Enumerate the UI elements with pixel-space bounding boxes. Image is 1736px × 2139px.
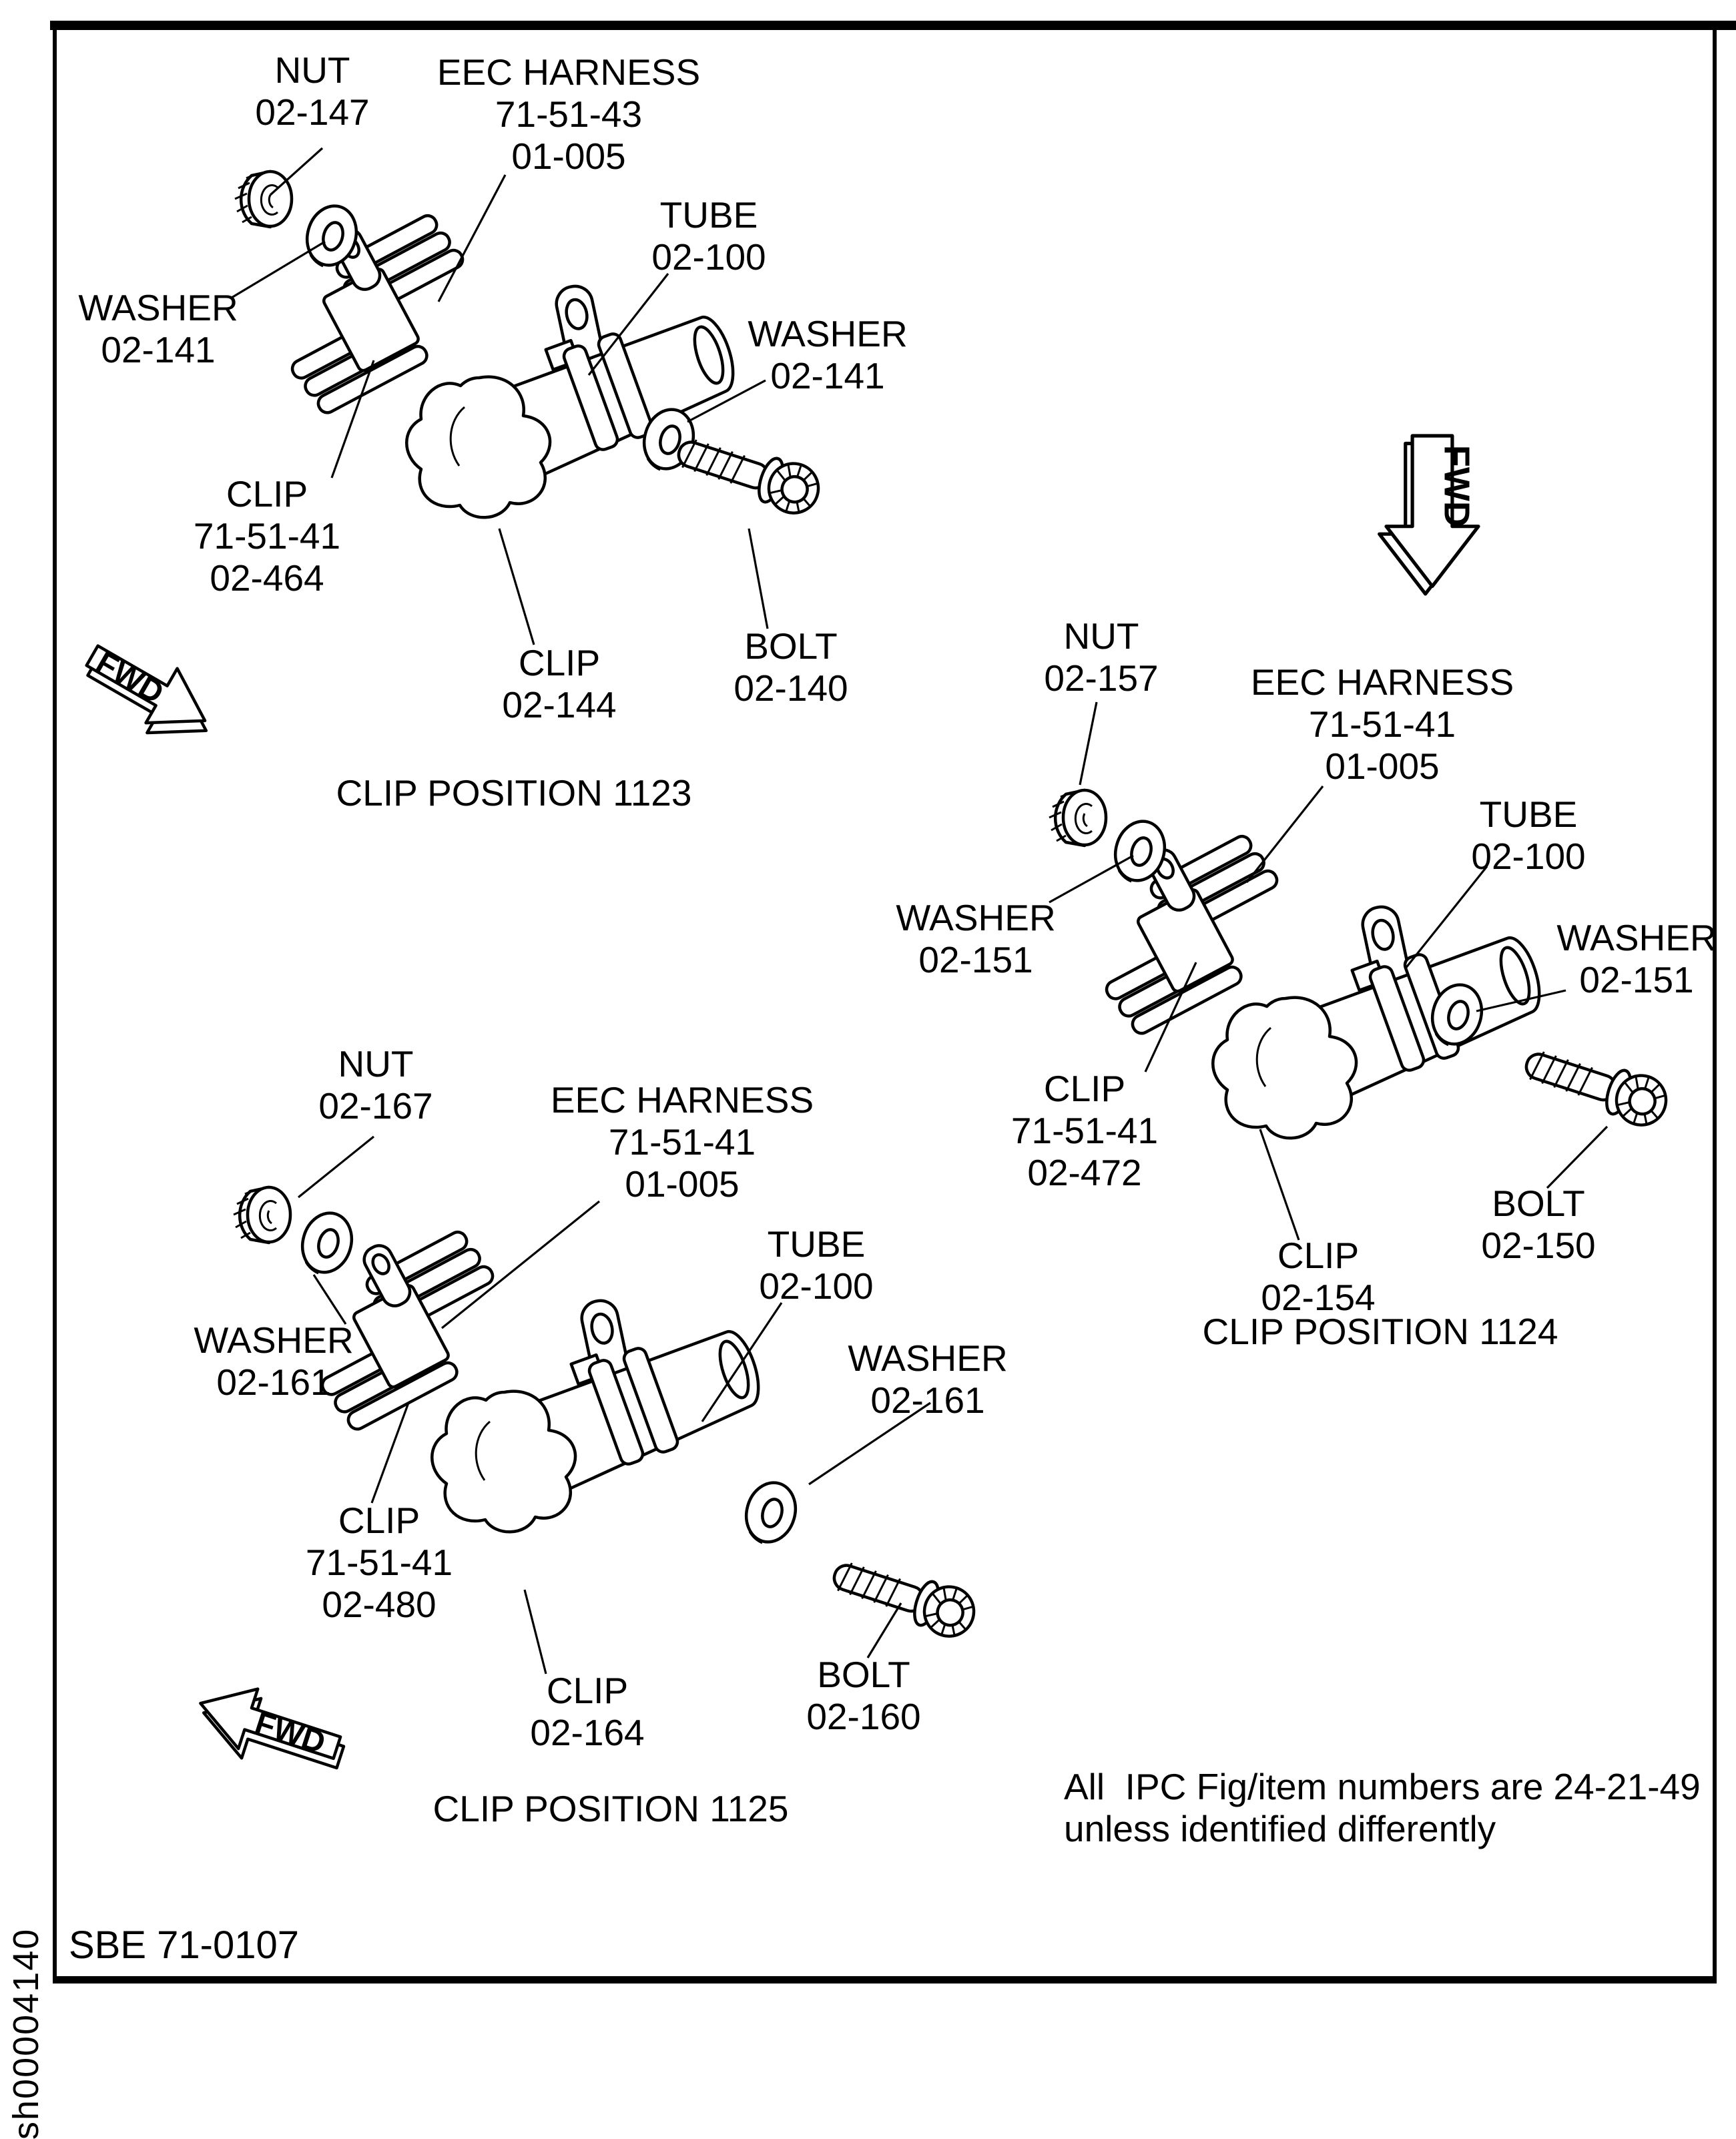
nut-part-1123	[235, 172, 292, 227]
tube-part-1125	[432, 1297, 758, 1532]
sheet-code: sh00004140	[6, 1927, 46, 2139]
label-1125-nut: NUT 02-167	[318, 1043, 433, 1127]
fwd-arrow-down-icon: FWD	[1378, 434, 1480, 596]
bolt-part-1124	[1519, 1040, 1672, 1131]
bolt-part-1123	[671, 428, 824, 519]
fwd-arrow-right-icon: FWD	[85, 644, 208, 735]
label-1123-washer-right: WASHER 02-141	[748, 313, 908, 396]
label-1123-tube: TUBE 02-100	[651, 194, 766, 278]
label-1125-bolt: BOLT 02-160	[806, 1654, 921, 1737]
label-1124-washer-left: WASHER 02-151	[896, 897, 1056, 980]
drawing-border	[50, 21, 1736, 1983]
bolt-part-1125	[827, 1551, 980, 1642]
nut-part-1124	[1049, 790, 1106, 846]
leader-lines-1124	[1049, 701, 1609, 1241]
label-1124-clip-upper: CLIP 71-51-41 02-472	[1010, 1068, 1159, 1193]
washer-part-lower-1125	[740, 1477, 802, 1548]
ipc-note-line2: unless identified differently	[1064, 1808, 1496, 1849]
ipc-note-line1: All IPC Fig/item numbers are 24-21-49	[1064, 1766, 1701, 1807]
caption-1123: CLIP POSITION 1123	[336, 772, 692, 814]
nut-part-1125	[234, 1187, 290, 1243]
label-1123-washer-left: WASHER 02-141	[78, 287, 238, 370]
fwd-text-1124: FWD	[1436, 445, 1476, 527]
label-1124-clip-lower: CLIP 02-154	[1261, 1235, 1376, 1318]
leader-lines-1123	[231, 147, 769, 645]
label-1125-washer-left: WASHER 02-161	[194, 1319, 354, 1403]
label-1125-clip-lower: CLIP 02-164	[530, 1670, 645, 1753]
label-1125-washer-right: WASHER 02-161	[848, 1337, 1008, 1421]
label-1124-tube: TUBE 02-100	[1471, 794, 1586, 877]
label-1123-bolt: BOLT 02-140	[734, 625, 848, 709]
caption-1124: CLIP POSITION 1124	[1202, 1311, 1558, 1352]
tube-part-1124	[1213, 904, 1539, 1138]
label-1124-nut: NUT 02-157	[1044, 615, 1159, 699]
drawing-reference: SBE 71-0107	[69, 1923, 300, 1967]
label-1124-bolt: BOLT 02-150	[1481, 1183, 1596, 1266]
label-1123-nut: NUT 02-147	[255, 49, 370, 133]
label-1123-clip-lower: CLIP 02-144	[502, 642, 617, 725]
label-1125-eec-harness: EEC HARNESS 71-51-41 01-005	[550, 1079, 814, 1205]
caption-1125: CLIP POSITION 1125	[432, 1788, 789, 1829]
label-1123-clip-upper: CLIP 71-51-41 02-464	[193, 473, 341, 599]
label-1123-eec-harness: EEC HARNESS 71-51-43 01-005	[437, 51, 701, 177]
washer-part-upper-1125	[296, 1207, 358, 1278]
leader-lines-1125	[297, 1135, 931, 1674]
fwd-arrow-left-icon: FWD	[199, 1687, 346, 1770]
label-1125-clip-upper: CLIP 71-51-41 02-480	[305, 1500, 453, 1625]
tube-part-1123	[406, 283, 733, 517]
label-1125-tube: TUBE 02-100	[759, 1223, 874, 1307]
label-1124-washer-right: WASHER 02-151	[1556, 917, 1717, 1000]
label-1124-eec-harness: EEC HARNESS 71-51-41 01-005	[1250, 661, 1514, 787]
